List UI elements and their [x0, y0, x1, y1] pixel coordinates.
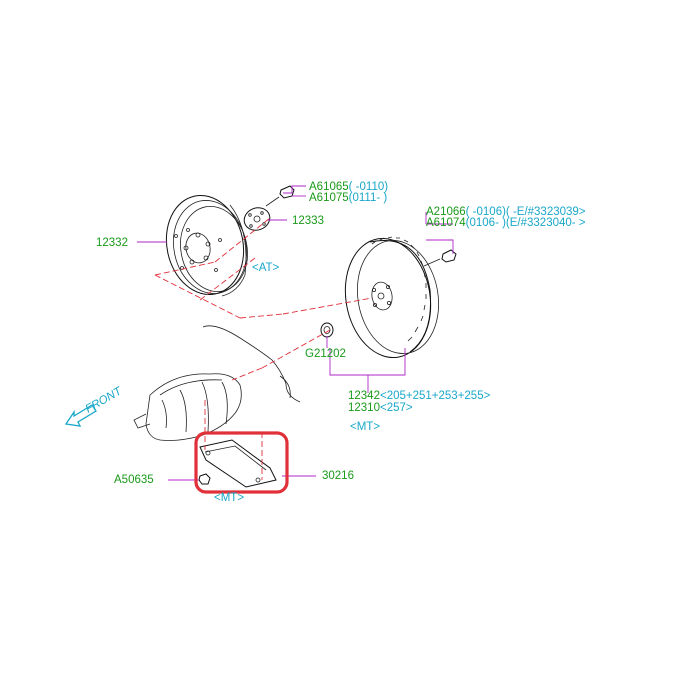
reinforcement-drawing: [243, 207, 271, 231]
label-flywheel-1: 12342<205+251+253+255>: [348, 390, 491, 402]
label-flywheel-2: 12310<257>: [348, 402, 413, 414]
label-reinforcement: 12333: [292, 215, 324, 227]
label-cover-bolt: A50635: [114, 474, 154, 486]
leader-lines: [137, 185, 454, 481]
flywheel-bolt-drawing: [423, 249, 457, 267]
flex-plate-drawing: [165, 194, 248, 297]
label-cover: 30216: [322, 470, 354, 482]
cover-drawing: [198, 439, 277, 488]
label-flywheel-bolt-1: A21066( -0106)( -E/#3323039>: [426, 206, 586, 218]
label-bearing: G21202: [305, 348, 346, 360]
label-flex-plate-bolt-2: A61075(0111- ): [309, 192, 387, 204]
label-flex-plate-bolt-1-text: A61065( -0110): [309, 181, 388, 193]
front-arrow-icon: [64, 404, 97, 427]
label-flex-plate: 12332: [96, 237, 128, 249]
bearing-drawing: [320, 322, 334, 338]
highlight-box: [194, 431, 289, 494]
flex-plate-bolt-drawing: [265, 185, 295, 207]
transmission-drawing: [133, 325, 301, 441]
label-mt-tag-cover: <MT>: [214, 492, 244, 504]
label-flywheel-bolt-2: A61074(0106- )(E/#3323040- >: [426, 217, 586, 229]
label-mt-tag-flywheel: <MT>: [350, 421, 380, 433]
label-at-tag: <AT>: [252, 262, 280, 274]
centerlines: [154, 217, 373, 480]
label-front: FRONT: [84, 385, 125, 416]
flywheel-drawing: [344, 236, 440, 359]
